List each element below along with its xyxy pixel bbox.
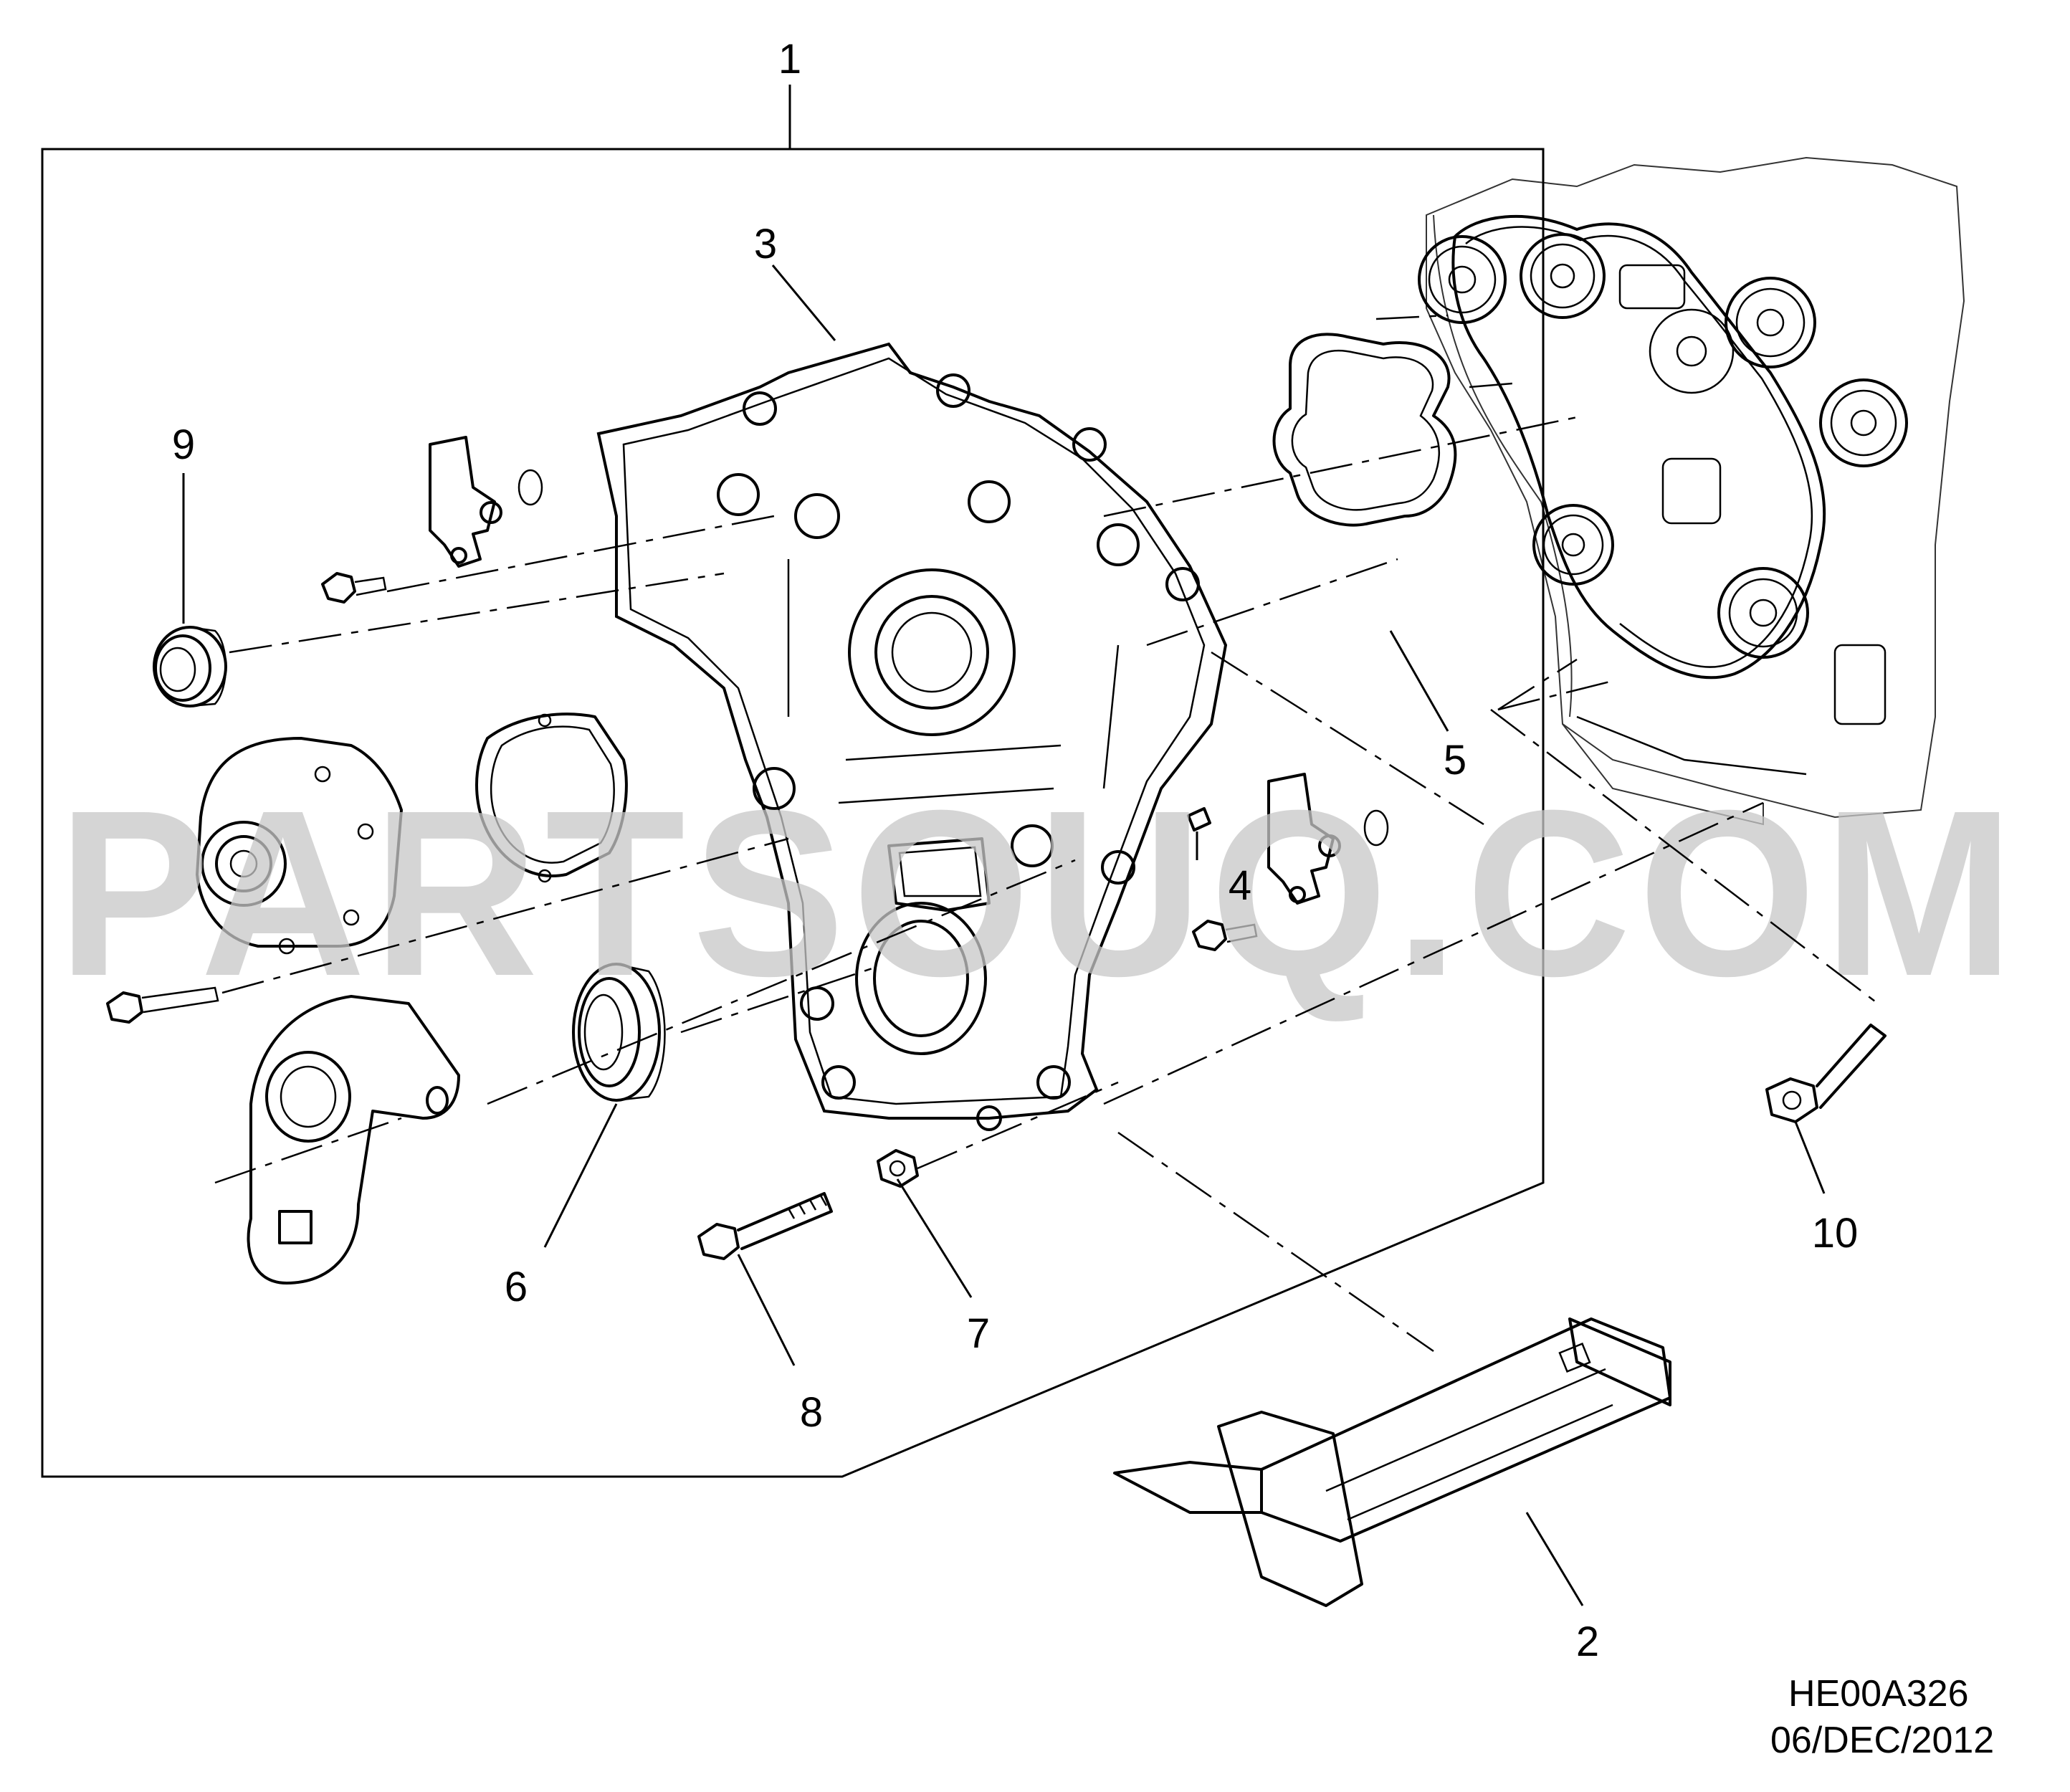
crank-sprocket	[1532, 504, 1614, 586]
kit-boundary	[41, 148, 1545, 1478]
callout-8: 8	[800, 1389, 823, 1436]
callout-6: 6	[505, 1264, 528, 1310]
bolt-small-upper	[321, 572, 387, 604]
callout-9: 9	[172, 421, 195, 468]
cam-sprocket-4	[1819, 378, 1908, 467]
callout-4: 4	[1229, 862, 1251, 909]
callout-3: 3	[754, 221, 777, 267]
callout-5: 5	[1444, 737, 1466, 783]
dowel-pin	[1187, 807, 1211, 831]
callout-7: 7	[967, 1310, 990, 1357]
diagram-code: HE00A326	[1788, 1673, 1969, 1715]
callout-10: 10	[1812, 1210, 1859, 1257]
cam-sprocket-1	[1418, 235, 1507, 324]
idler-sprocket	[1717, 567, 1809, 659]
bolt-small-right	[1192, 920, 1258, 951]
callout-1: 1	[778, 36, 801, 82]
sealant-tube	[1113, 1317, 1671, 1607]
gasket-ring	[1272, 333, 1457, 527]
bolt-long-left	[106, 986, 219, 1024]
watermark: PARTSOUQ.COM	[57, 761, 2021, 1025]
seal-small	[153, 626, 227, 707]
alignment-lines	[214, 314, 1879, 1353]
cam-sensor-upper	[429, 436, 543, 568]
stud-bolt	[697, 1192, 833, 1260]
cam-sensor-lower	[1267, 773, 1389, 905]
callout-labels: 1 3 9 5 4 6 7 8 10 2	[172, 36, 1858, 1665]
seal-large	[572, 963, 666, 1102]
bolt-part-10	[1765, 1024, 1887, 1123]
nut	[877, 1149, 919, 1188]
cam-sprocket-3	[1725, 277, 1816, 368]
water-pump	[196, 737, 403, 955]
pump-gasket	[475, 712, 628, 883]
diagram-date: 06/DEC/2012	[1770, 1720, 1994, 1761]
timing-cover	[596, 342, 1228, 1131]
engine-block	[1418, 156, 1965, 826]
leader-lines	[182, 264, 1826, 1606]
callout-2: 2	[1576, 1619, 1599, 1665]
tensioner	[247, 995, 460, 1285]
cam-sprocket-2	[1520, 233, 1606, 319]
